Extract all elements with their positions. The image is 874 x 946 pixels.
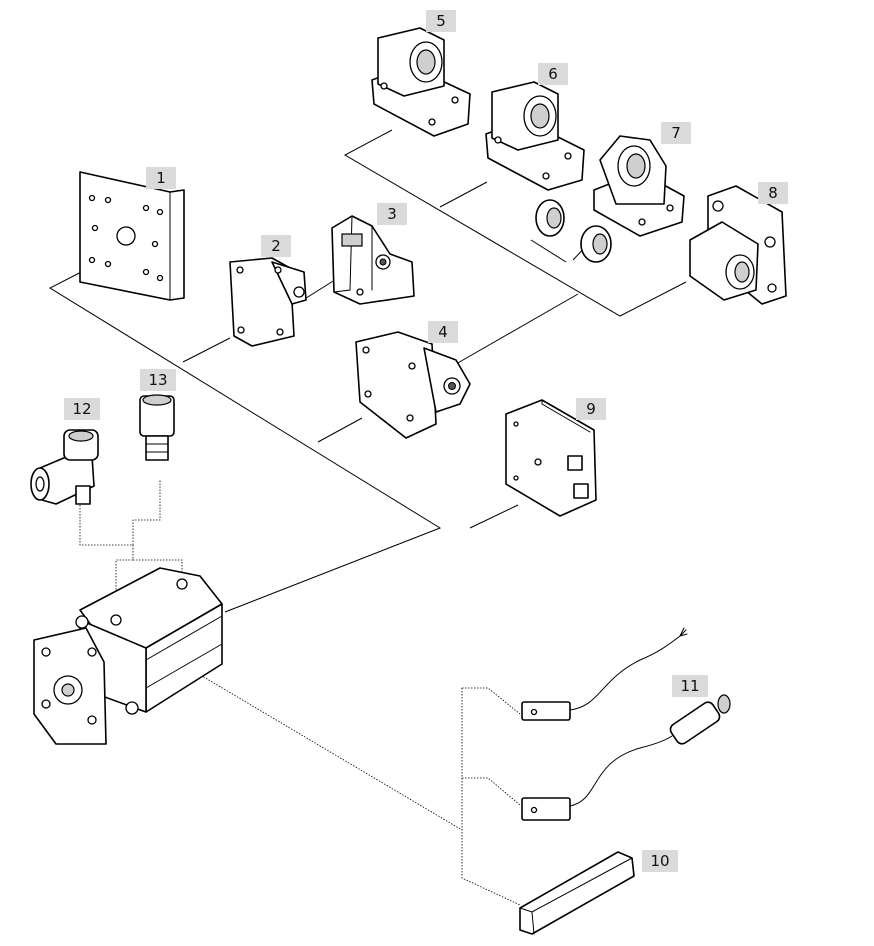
- part-6-bearing-block: [485, 81, 585, 191]
- part-8-swivel-flange: [689, 185, 787, 305]
- part-1-mounting-plate: [79, 171, 185, 301]
- part-4-flange-trunnion: [355, 331, 471, 439]
- label-4: 4: [428, 321, 458, 343]
- part-10-slot-cover: [519, 851, 635, 935]
- label-9-text: 9: [586, 400, 596, 418]
- label-11-text: 11: [680, 677, 699, 695]
- part-13-straight-fitting: [139, 394, 175, 461]
- label-7-text: 7: [671, 124, 681, 142]
- label-5: 5: [426, 10, 456, 32]
- label-1: 1: [146, 167, 176, 189]
- label-1-text: 1: [156, 169, 166, 187]
- label-12-text: 12: [72, 400, 91, 418]
- part-2-flange-clevis: [229, 257, 307, 347]
- part-12-elbow-fitting: [30, 429, 99, 505]
- part-9-adapter-plate: [505, 399, 597, 517]
- label-7: 7: [661, 122, 691, 144]
- label-13: 13: [140, 369, 176, 391]
- label-8-text: 8: [768, 184, 778, 202]
- bushings: [535, 199, 612, 263]
- label-11: 11: [672, 675, 708, 697]
- leader-lines: [48, 129, 687, 906]
- label-2: 2: [261, 235, 291, 257]
- label-2-text: 2: [271, 237, 281, 255]
- label-6: 6: [538, 63, 568, 85]
- label-12: 12: [64, 398, 100, 420]
- label-3: 3: [377, 203, 407, 225]
- label-6-text: 6: [548, 65, 558, 83]
- label-4-text: 4: [438, 323, 448, 341]
- label-8: 8: [758, 182, 788, 204]
- label-3-text: 3: [387, 205, 397, 223]
- label-5-text: 5: [436, 12, 446, 30]
- part-11-proximity-sensors: [521, 627, 731, 821]
- label-9: 9: [576, 398, 606, 420]
- compact-cylinder: [33, 567, 223, 745]
- label-10: 10: [642, 850, 678, 872]
- part-7-swivel-bracket: [593, 135, 685, 237]
- part-5-bearing-block: [371, 27, 471, 137]
- label-13-text: 13: [148, 371, 167, 389]
- part-3-clevis-foot: [331, 215, 415, 305]
- label-10-text: 10: [650, 852, 669, 870]
